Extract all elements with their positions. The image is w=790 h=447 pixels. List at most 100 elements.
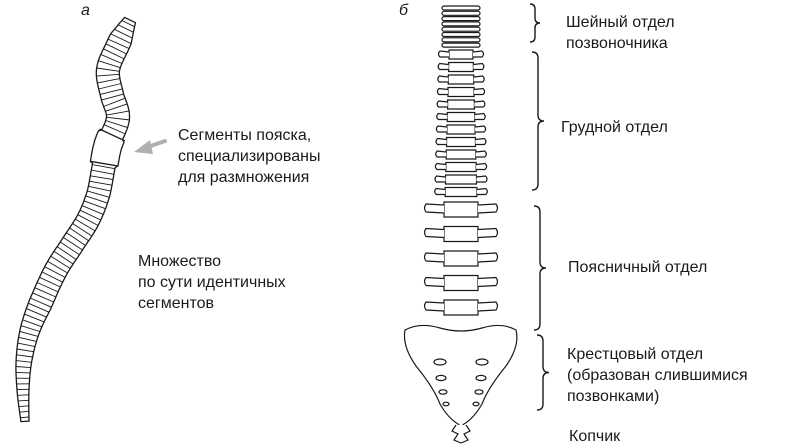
cervical-vertebra [442,27,480,31]
worm-segment [18,400,29,401]
segments-label-line: по сути идентичных [138,272,286,293]
sacrum [404,325,516,426]
transverse-process [475,114,486,120]
panel-a-letter: а [81,2,90,20]
transverse-process [437,114,448,120]
sacral-label-line: (образован слившимися [567,365,748,386]
worm-segment [18,395,29,396]
spine-illustration [404,6,516,443]
transverse-process [476,151,487,157]
brace [532,52,544,190]
coccyx-label: Копчик [569,426,620,447]
transverse-process [435,164,446,170]
cervical-vertebra [442,6,480,10]
thoracic-vertebra [447,113,475,122]
segments-label-line: сегментов [138,293,286,314]
sacral-label-line: Крестцовый отдел [567,344,748,365]
clitellum-label-line: Сегменты пояска, [178,125,320,146]
transverse-process [425,278,445,287]
brace [530,4,540,42]
thoracic-vertebra [449,50,473,59]
cervical-vertebra [442,43,480,47]
thoracic-vertebra [445,188,477,197]
sacral-foramen [443,402,449,406]
thoracic-vertebra [446,175,477,184]
clitellum-arrow [134,140,165,154]
earthworm-illustration [16,17,135,421]
transverse-process [478,229,498,238]
cervical-label-line: позвоночника [566,33,675,54]
cervical-vertebra [442,33,480,37]
thoracic-vertebra [446,150,476,159]
cervical-vertebra [442,38,480,42]
thoracic-vertebra [447,125,475,134]
coccyx [452,425,470,443]
cervical-label-line: Шейный отдел [566,12,675,33]
transverse-process [435,176,446,182]
thoracic-label: Грудной отдел [561,117,668,138]
brace [534,206,546,330]
transverse-process [438,76,449,82]
transverse-process [478,302,498,311]
transverse-process [439,51,450,57]
lumbar-vertebra [444,251,478,266]
transverse-process [478,204,498,213]
sacral-foramen [476,375,486,380]
transverse-process [436,126,447,132]
transverse-process [478,278,498,287]
transverse-process [477,189,488,195]
section-braces [530,4,549,410]
sacral-foramen [434,359,446,365]
transverse-process [425,204,445,213]
transverse-process [436,139,447,145]
thoracic-vertebra [448,75,473,84]
thoracic-vertebra [449,63,474,72]
worm-segment [16,372,30,373]
thoracic-vertebra [448,100,475,109]
sacral-foramen [475,390,483,394]
brace [537,335,549,410]
thoracic-vertebra [448,88,474,97]
sacral-foramen [473,402,479,406]
sacral-foramen [476,359,488,365]
transverse-process [474,89,485,95]
sacral-label: Крестцовый отдел (образован слившимися п… [567,344,748,407]
cervical-vertebra [442,17,480,21]
lumbar-vertebra [444,227,478,242]
transverse-process [436,151,447,157]
transverse-process [474,76,485,82]
transverse-process [425,253,445,262]
clitellum-label-line: для размножения [178,167,320,188]
transverse-process [425,229,445,238]
transverse-process [475,126,486,132]
transverse-process [435,189,446,195]
cervical-label: Шейный отдел позвоночника [566,12,675,54]
thoracic-vertebra [447,138,476,147]
clitellum-label-line: специализированы [178,146,320,167]
cervical-vertebra [442,11,480,15]
lumbar-vertebra [444,300,478,315]
clitellum-label: Сегменты пояска, специализированы для ра… [178,125,320,188]
sacral-foramen [439,390,447,394]
transverse-process [437,89,448,95]
sacral-foramen [436,375,446,380]
lumbar-vertebra [444,202,478,217]
lumbar-label: Поясничный отдел [568,257,707,278]
thoracic-vertebra [446,163,476,172]
lumbar-vertebra [444,276,478,291]
sacral-label-line: позвонками) [567,386,748,407]
transverse-process [476,164,487,170]
transverse-process [478,253,498,262]
transverse-process [437,101,448,107]
panel-b-letter: б [399,2,408,20]
segments-label-line: Множество [138,251,286,272]
segments-label: Множество по сути идентичных сегментов [138,251,286,314]
transverse-process [425,302,445,311]
transverse-process [473,64,484,70]
transverse-process [473,51,484,57]
transverse-process [474,101,485,107]
transverse-process [438,64,449,70]
cervical-vertebra [442,22,480,26]
transverse-process [475,139,486,145]
